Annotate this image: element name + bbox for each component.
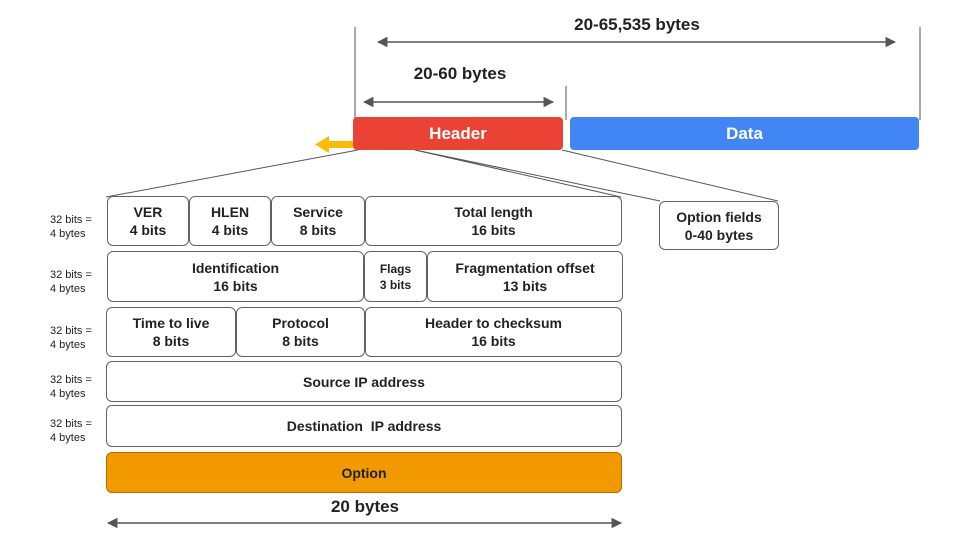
option-fields-box: Option fields 0-40 bytes — [659, 201, 779, 250]
row-label-5: 32 bits =4 bytes — [50, 418, 92, 444]
fan-line-mid — [414, 149, 622, 198]
fan-line-opt-b — [561, 149, 779, 202]
row-label-3: 32 bits =4 bytes — [50, 325, 92, 351]
fan-line-left — [105, 149, 359, 198]
field-source-ip: Source IP address — [106, 361, 622, 402]
row-label-2: 32 bits =4 bytes — [50, 269, 92, 295]
row-label-4: 32 bits =4 bytes — [50, 374, 92, 400]
option-fields-size: 0-40 bytes — [684, 226, 754, 243]
header-size-label: 20-60 bytes — [413, 64, 507, 83]
left-arrow-icon — [315, 136, 353, 153]
data-bar-label: Data — [726, 123, 763, 143]
data-bar: Data — [570, 117, 919, 150]
header-bar-label: Header — [429, 123, 487, 143]
row-label-1: 32 bits =4 bytes — [50, 214, 92, 240]
field-destination-ip: Destination IP address — [106, 405, 622, 447]
option-fields-title: Option fields — [676, 208, 762, 225]
header-bar: Header — [353, 117, 563, 150]
total-size-label: 20-65,535 bytes — [574, 15, 700, 34]
fan-line-opt-a — [414, 149, 661, 202]
field-option: Option — [106, 452, 622, 493]
base-size-label: 20 bytes — [330, 497, 400, 516]
